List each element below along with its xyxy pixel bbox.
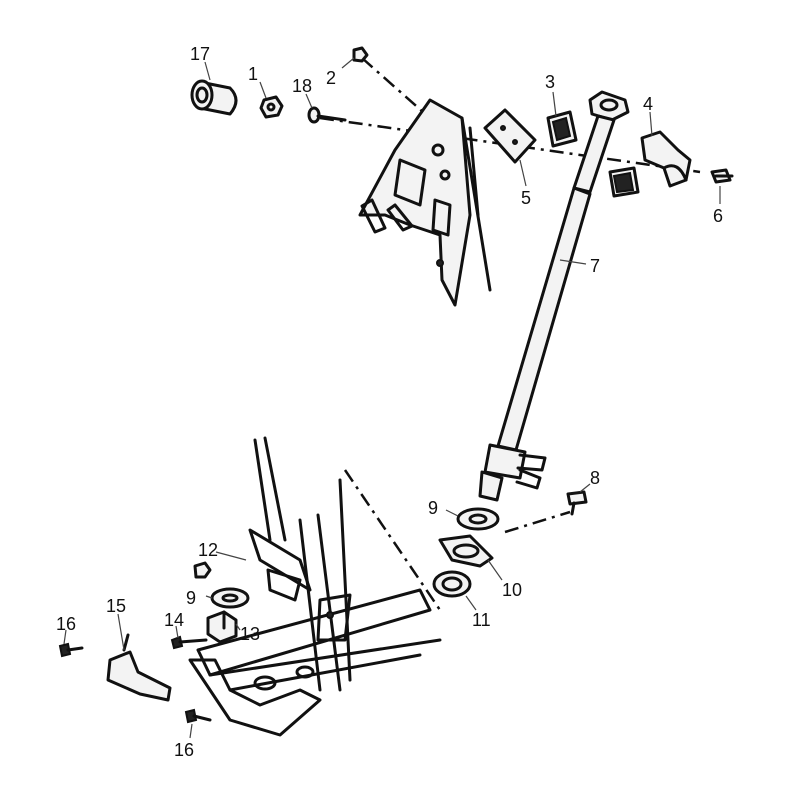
part-6-bolt: [710, 168, 734, 184]
callout-8: 8: [590, 468, 600, 488]
part-4-clamp-bracket: [640, 130, 692, 188]
part-12-nut: [193, 561, 212, 579]
part-11-ring: [432, 570, 472, 598]
part-8-bolt: [566, 490, 588, 516]
part-9-washer: [456, 507, 500, 531]
callout-9-upper: 9: [428, 498, 438, 518]
part-15-bracket: [106, 633, 172, 702]
callout-10: 10: [502, 580, 522, 600]
part-2-nut: [352, 46, 369, 63]
callout-13: 13: [240, 624, 260, 644]
callout-14: 14: [164, 610, 184, 630]
part-3-bearing-block: [546, 110, 578, 148]
upper-frame-bracket: [358, 98, 492, 307]
callout-9-lower: 9: [186, 588, 196, 608]
callout-2: 2: [326, 68, 336, 88]
part-17-bushing: [190, 79, 238, 116]
callout-12: 12: [198, 540, 218, 560]
part-9-washer-lower: [210, 587, 250, 609]
part-14-bolt: [170, 635, 208, 650]
callout-16-left: 16: [56, 614, 76, 634]
callout-3: 3: [545, 72, 555, 92]
callout-16-bottom: 16: [174, 740, 194, 760]
callout-5: 5: [521, 188, 531, 208]
leader-lines: [63, 57, 721, 739]
lower-frame: [188, 436, 442, 737]
part-16-bolt: [58, 642, 84, 658]
part-10-flange: [438, 534, 494, 568]
part-18-bolt: [307, 106, 347, 124]
part-13-hex-nut: [206, 610, 238, 644]
callout-4: 4: [643, 94, 653, 114]
part-16-bolt-lower: [184, 708, 212, 724]
part-5-plate: [483, 108, 537, 164]
part-1-nut: [259, 95, 284, 119]
part-7-steering-column: [478, 90, 630, 502]
callout-labels: 17 1 18 2 3 4 5 6 7 8 9 10 11 12 9 13 14…: [56, 44, 723, 760]
callout-15: 15: [106, 596, 126, 616]
callout-7: 7: [590, 256, 600, 276]
callout-17: 17: [190, 44, 210, 64]
callout-1: 1: [248, 64, 258, 84]
alignment-lines: [319, 57, 701, 611]
callout-6: 6: [713, 206, 723, 226]
callout-11: 11: [472, 610, 491, 630]
part-3-bearing-block-lower: [608, 166, 640, 198]
callout-18: 18: [292, 76, 312, 96]
